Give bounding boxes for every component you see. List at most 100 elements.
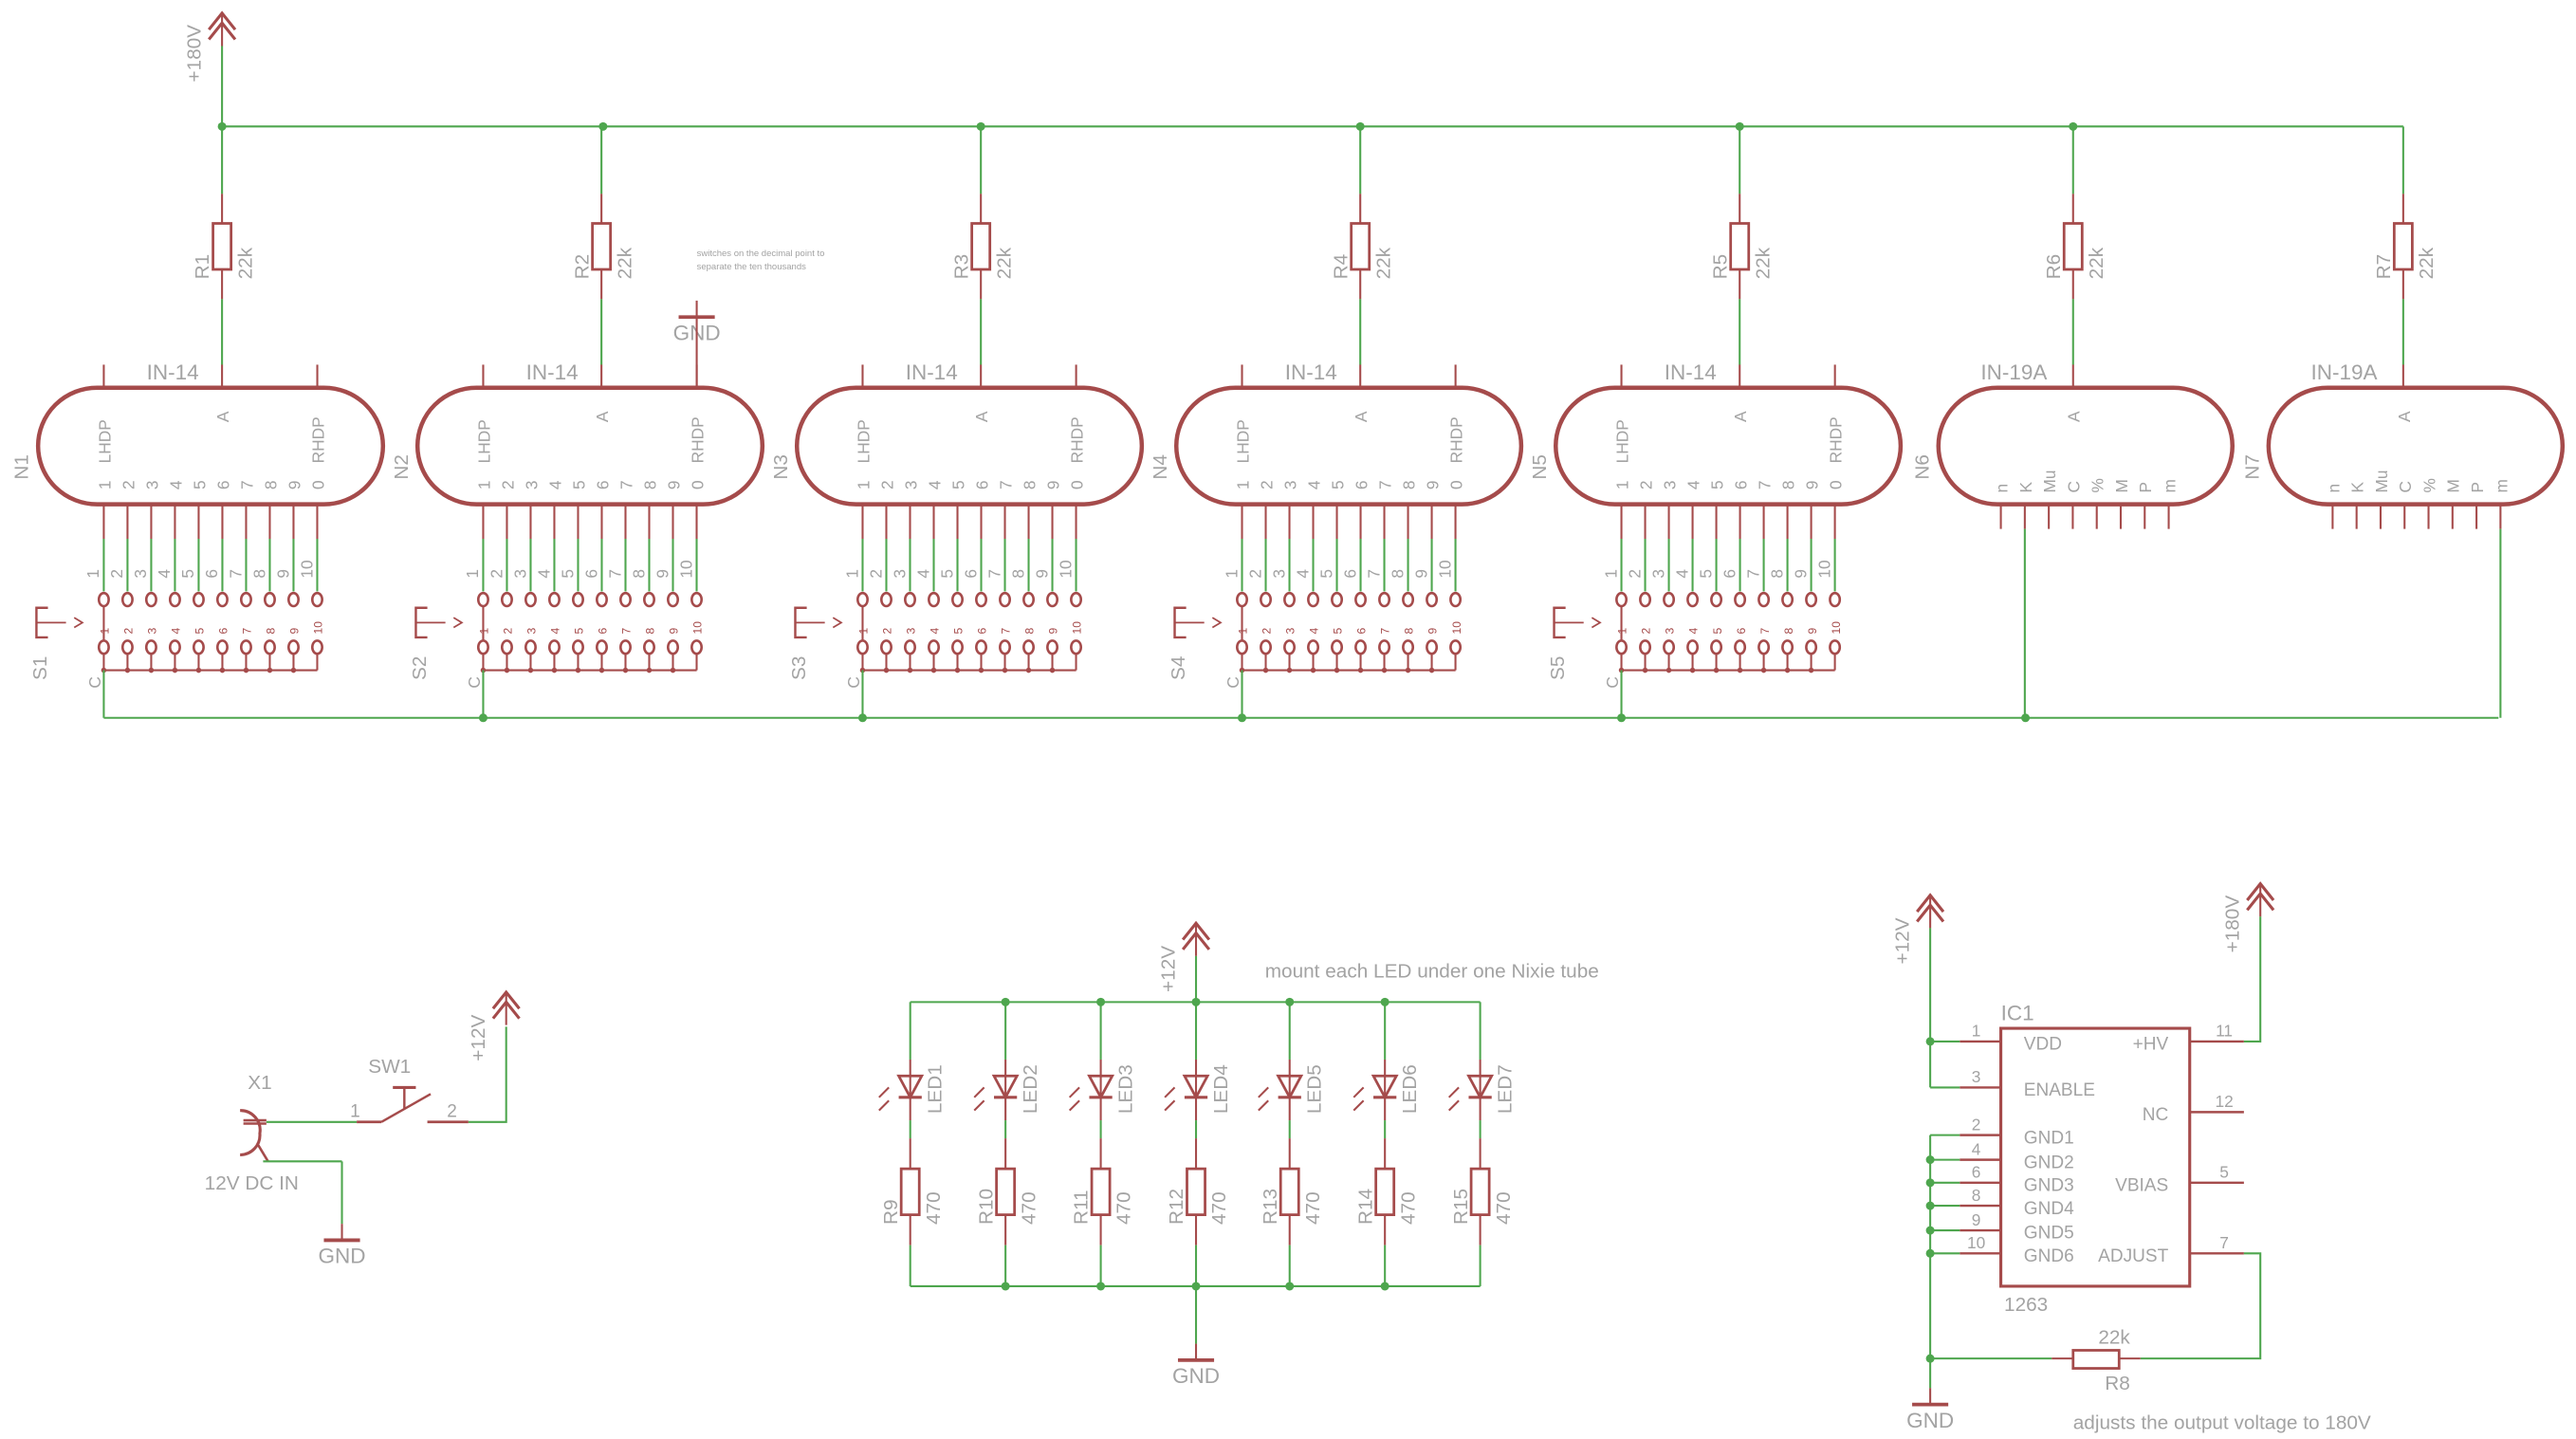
pin-label-digit: 5 — [1707, 480, 1726, 489]
ground-label: GND — [1906, 1409, 1954, 1432]
switch-position-number: 8 — [1782, 627, 1795, 634]
pin-label-digit: 0 — [1446, 480, 1465, 489]
switch-pad — [1757, 639, 1771, 655]
wire — [468, 1026, 507, 1123]
switch-pin-number: 10 — [676, 560, 695, 578]
switch-pad — [1710, 639, 1723, 655]
pin-label-symbol: n — [2324, 484, 2343, 493]
switch-position-number: 3 — [146, 627, 159, 634]
switch-pad — [1686, 591, 1700, 608]
tube-ref: N6 — [1911, 454, 1933, 480]
note-decimal-point: switches on the decimal point to — [697, 249, 825, 259]
resistor-value: 22k — [2086, 247, 2107, 279]
led-diode-icon — [896, 1074, 925, 1100]
switch-position-number: 2 — [1640, 627, 1653, 634]
switch-position-number: 5 — [193, 627, 207, 634]
led-light-arrow-icon — [1352, 1086, 1365, 1098]
resistor-body — [2062, 222, 2084, 271]
switch-pin-number: 2 — [1625, 569, 1644, 579]
switch-common-label: C — [1603, 676, 1622, 689]
switch-position-number: 1 — [1616, 627, 1629, 634]
switch-pad — [286, 639, 300, 655]
junction-dot — [1380, 1282, 1389, 1291]
resistor-value: 22k — [993, 247, 1015, 279]
led-ref: LED2 — [1020, 1064, 1041, 1114]
pin-label-digit: 4 — [166, 480, 185, 489]
switch-pin-number: 9 — [653, 569, 672, 579]
switch-pad — [1805, 591, 1818, 608]
switch-pad — [667, 639, 679, 655]
switch-pin-number: 7 — [605, 569, 624, 579]
pin-label-digit: 7 — [1375, 480, 1394, 489]
pin-label-digit: 7 — [237, 480, 256, 489]
resistor-ref: R13 — [1260, 1189, 1281, 1225]
switch-pad — [618, 591, 632, 608]
switch-position-number: 3 — [905, 627, 918, 634]
pin-label-digit: 5 — [948, 480, 967, 489]
switch-pad — [215, 639, 229, 655]
switch-pad — [1378, 591, 1391, 608]
switch-pad — [642, 639, 655, 655]
led-diode-icon — [1371, 1074, 1399, 1100]
switch-ref: S4 — [1168, 656, 1189, 680]
dc-jack-icon — [240, 1109, 262, 1156]
pin-label-digit: 2 — [498, 480, 517, 489]
switch-pin-number: 7 — [1364, 569, 1383, 579]
wire — [2243, 916, 2262, 1042]
pin-label-symbol: m — [2492, 479, 2511, 492]
nixie-tube-body — [1173, 385, 1524, 507]
switch-pad — [975, 639, 988, 655]
switch-pad — [928, 639, 940, 655]
pin-label-digit: 4 — [1304, 480, 1323, 489]
pin-label-digit: 7 — [996, 480, 1015, 489]
power-label: +180V — [184, 25, 206, 83]
pin-label-digit: 8 — [1399, 480, 1418, 489]
pin-label-symbol: % — [2088, 478, 2107, 492]
ic-pin-number: 1 — [1972, 1022, 1981, 1041]
led-light-arrow-icon — [878, 1086, 890, 1098]
resistor-value: 470 — [923, 1191, 945, 1225]
ic-pin-number: 12 — [2215, 1092, 2233, 1111]
resistor-ref: R12 — [1166, 1189, 1187, 1225]
led-diode-icon — [1466, 1074, 1495, 1100]
switch-position-number: 5 — [952, 627, 966, 634]
switch-position-number: 8 — [644, 627, 657, 634]
switch-pad — [595, 639, 608, 655]
switch-pin-number: 6 — [961, 569, 980, 579]
power-switch-icon — [380, 1093, 432, 1123]
switch-pad — [1260, 639, 1273, 655]
ic-pin-number: 4 — [1972, 1139, 1981, 1158]
switch-pad — [903, 639, 916, 655]
dc-jack-icon — [257, 1144, 269, 1163]
switch-pin-number: 8 — [249, 569, 268, 579]
switch-pad — [1354, 591, 1368, 608]
tube-type: IN-14 — [526, 360, 579, 384]
led-ref: LED6 — [1399, 1064, 1421, 1114]
resistor-body — [212, 222, 233, 271]
ic-pin-number: 11 — [2216, 1022, 2233, 1041]
pin-label-rhdp: RHDP — [689, 416, 708, 463]
resistor-body — [899, 1167, 921, 1217]
switch-pad — [856, 591, 869, 608]
resistor-ref: R6 — [2043, 254, 2065, 280]
resistor-body — [1090, 1167, 1112, 1217]
switch-pad — [1686, 639, 1700, 655]
ic-pin-name: VBIAS — [2115, 1176, 2168, 1196]
pin-label-digit: 4 — [1684, 480, 1702, 489]
switch-pad — [642, 591, 655, 608]
switch-pad — [1354, 639, 1368, 655]
switch-ref: S5 — [1547, 656, 1569, 680]
tube-ref: N7 — [2241, 454, 2263, 480]
switch-position-number: 4 — [1687, 627, 1701, 634]
pin-label-anode: A — [213, 411, 232, 422]
switch-pad — [144, 591, 157, 608]
switch-pad — [547, 639, 561, 655]
junction-dot — [1001, 1282, 1010, 1291]
switch-position-number: 3 — [1664, 627, 1677, 634]
rotary-switch-icon — [73, 617, 84, 629]
switch-position-number: 7 — [1000, 627, 1013, 634]
resistor-value: 470 — [1208, 1191, 1230, 1225]
switch-position-number: 9 — [1426, 627, 1440, 634]
ic-pin-name: GND2 — [2024, 1153, 2074, 1172]
switch-position-number: 9 — [288, 627, 302, 634]
